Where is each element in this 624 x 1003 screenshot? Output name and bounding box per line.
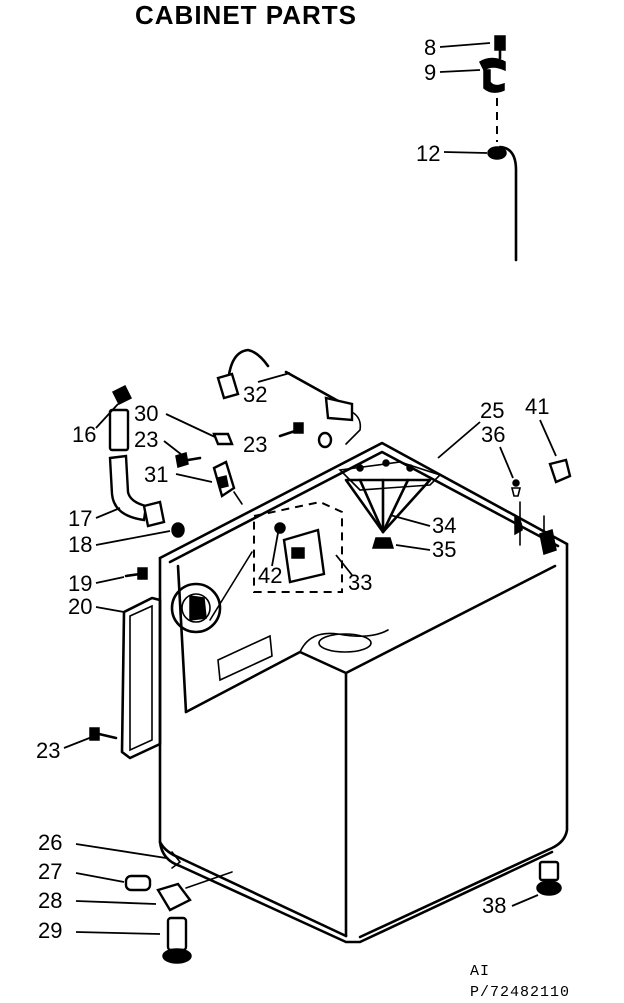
part-30-clip bbox=[212, 432, 234, 446]
callout-25: 25 bbox=[480, 398, 504, 423]
part-23-screw-c bbox=[89, 727, 118, 741]
part-32-hose bbox=[216, 348, 362, 445]
callout-27: 27 bbox=[38, 859, 62, 884]
callout-12: 12 bbox=[416, 141, 440, 166]
part-27-pin bbox=[124, 874, 152, 892]
callout-30: 30 bbox=[134, 401, 158, 426]
footer-code-line1: AI bbox=[470, 963, 490, 980]
part-12-grommet bbox=[487, 145, 518, 262]
part-41-switch bbox=[539, 458, 572, 555]
part-33-box bbox=[253, 500, 343, 593]
callout-36: 36 bbox=[481, 422, 505, 447]
callout-8: 8 bbox=[424, 35, 436, 60]
part-19-screw bbox=[124, 567, 148, 580]
callout-23-a: 23 bbox=[134, 427, 158, 452]
part-8-screw bbox=[494, 35, 506, 60]
part-38-leg bbox=[536, 860, 562, 896]
part-28-bracket bbox=[156, 871, 233, 912]
part-9-clamp bbox=[479, 57, 506, 93]
callout-19: 19 bbox=[68, 571, 92, 596]
part-31-switch bbox=[212, 460, 243, 505]
part-34-bracket bbox=[344, 478, 432, 534]
part-16-connector bbox=[108, 384, 133, 452]
part-18-fitting bbox=[142, 500, 185, 538]
part-23-screw-b bbox=[278, 422, 333, 449]
diagram-title: CABINET PARTS bbox=[135, 0, 357, 30]
callout-20: 20 bbox=[68, 594, 92, 619]
callout-41: 41 bbox=[525, 394, 549, 419]
cabinet-body bbox=[158, 441, 569, 944]
callout-32: 32 bbox=[243, 382, 267, 407]
callout-23-b: 23 bbox=[243, 432, 267, 457]
part-29-leg bbox=[162, 916, 192, 964]
part-23-screw-a bbox=[175, 452, 202, 468]
callout-28: 28 bbox=[38, 888, 62, 913]
top-parts-group: 8 9 12 bbox=[416, 35, 518, 262]
part-36-clip bbox=[510, 479, 523, 546]
footer-code-line2: P/72482110 bbox=[470, 984, 570, 1001]
callout-26: 26 bbox=[38, 830, 62, 855]
callout-29: 29 bbox=[38, 918, 62, 943]
callout-35: 35 bbox=[432, 537, 456, 562]
callout-38: 38 bbox=[482, 893, 506, 918]
callout-31: 31 bbox=[144, 462, 168, 487]
callout-23-c: 23 bbox=[36, 738, 60, 763]
part-20-panel bbox=[120, 596, 162, 760]
callout-16: 16 bbox=[72, 422, 96, 447]
callout-17: 17 bbox=[68, 506, 92, 531]
part-26-spring bbox=[171, 851, 182, 869]
callout-9: 9 bbox=[424, 60, 436, 85]
callout-18: 18 bbox=[68, 532, 92, 557]
part-35-nut bbox=[371, 537, 395, 549]
pump-assembly bbox=[170, 551, 253, 634]
callout-34: 34 bbox=[432, 513, 456, 538]
callout-42: 42 bbox=[258, 563, 282, 588]
